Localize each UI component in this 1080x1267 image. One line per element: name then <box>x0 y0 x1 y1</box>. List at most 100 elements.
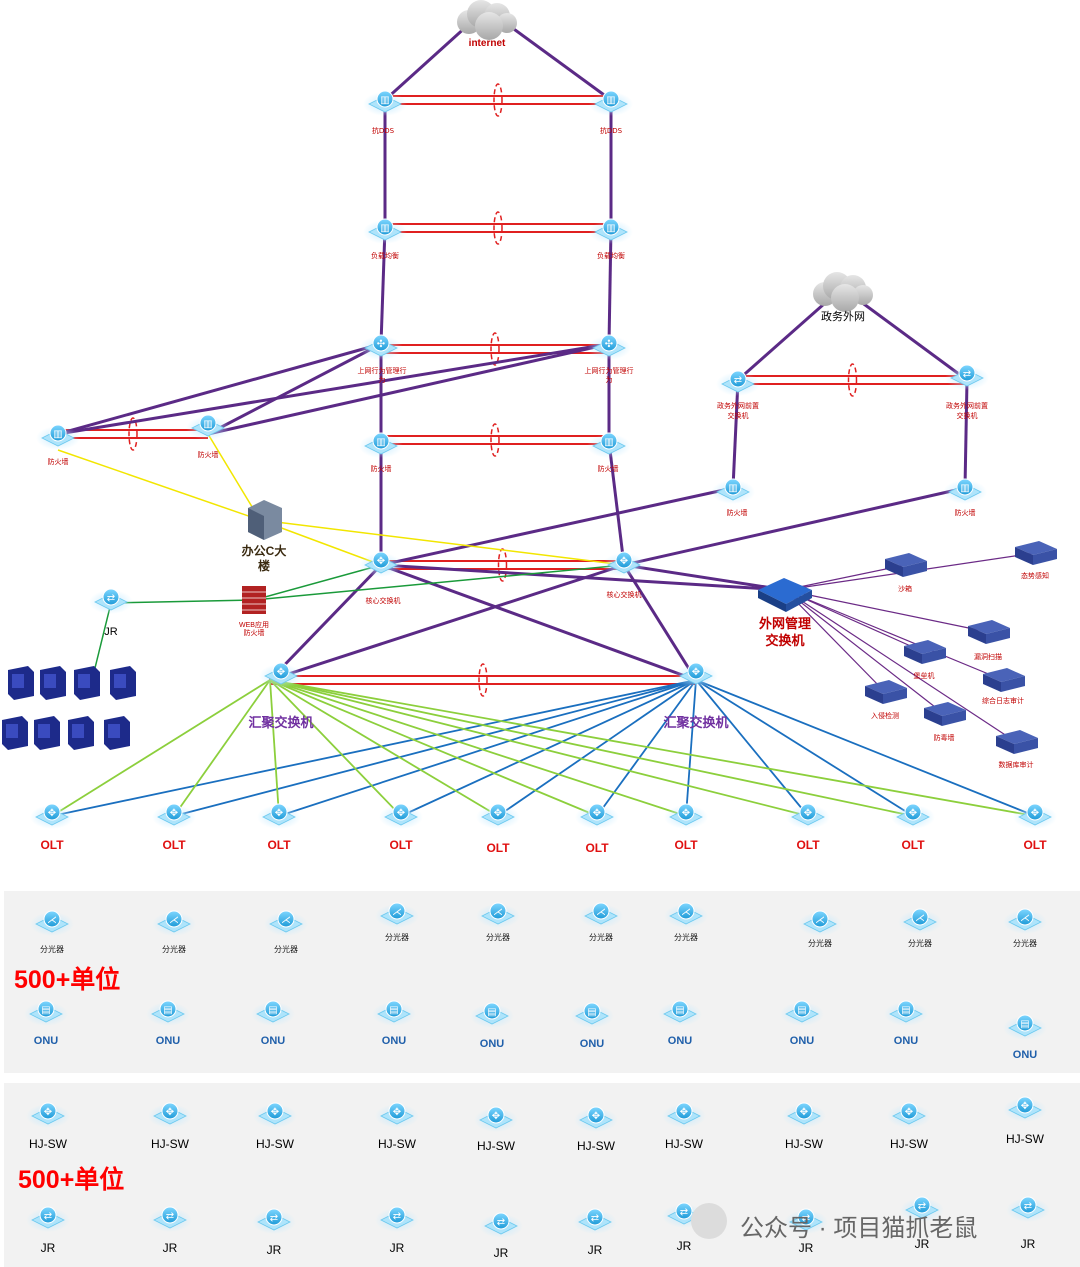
onu-icon: ▤ <box>268 1005 277 1016</box>
olt-8[interactable]: ✥ <box>786 803 830 829</box>
olt-1[interactable]: ✥ <box>30 803 74 829</box>
splitter-label: 分光器 <box>908 939 932 948</box>
onu-8[interactable]: ▤ <box>780 1000 824 1026</box>
load-balancer-left[interactable]: ▥ <box>363 218 407 244</box>
agg-olt-link-blue <box>695 679 809 817</box>
ext-mgmt-switch[interactable] <box>758 578 812 612</box>
olt-10[interactable]: ✥ <box>1013 803 1057 829</box>
trunk-link <box>731 379 740 489</box>
jr-6[interactable]: ⇄ <box>573 1208 617 1234</box>
olt-2[interactable]: ✥ <box>152 803 196 829</box>
splitter-10[interactable]: ⋌ <box>1003 908 1047 934</box>
splitter-3[interactable]: ⋌ <box>264 910 308 936</box>
pc-7 <box>68 716 94 750</box>
core-switch-right[interactable]: ✥ <box>602 551 646 577</box>
core-switch-left[interactable]: ✥ <box>359 551 403 577</box>
jr-4[interactable]: ⇄ <box>375 1206 419 1232</box>
splitter-9[interactable]: ⋌ <box>898 908 942 934</box>
jr-9[interactable]: ⇄ <box>900 1196 944 1222</box>
hj-switch-10[interactable]: ✥ <box>1003 1096 1047 1122</box>
agg-switch-right[interactable]: ✥ <box>674 662 718 688</box>
jr-top[interactable]: ⇄ <box>89 588 133 614</box>
onu-5[interactable]: ▤ <box>470 1002 514 1028</box>
firewall-icon: ▥ <box>53 429 62 440</box>
hj-switch-3[interactable]: ✥ <box>253 1102 297 1128</box>
server-log[interactable] <box>983 668 1025 692</box>
onu-10[interactable]: ▤ <box>1003 1014 1047 1040</box>
olt-9[interactable]: ✥ <box>891 803 935 829</box>
anti-dos-right[interactable]: ▥ <box>589 90 633 116</box>
srv-log-label: 综合日志审计 <box>982 697 1024 705</box>
server-db[interactable] <box>996 730 1038 754</box>
trunk-link <box>207 342 382 436</box>
hj-switch-8[interactable]: ✥ <box>782 1102 826 1128</box>
onu-9[interactable]: ▤ <box>884 1000 928 1026</box>
firewall-icon: ▥ <box>728 483 737 494</box>
olt-icon: ✥ <box>494 808 502 819</box>
server-av[interactable] <box>924 702 966 726</box>
olt-3[interactable]: ✥ <box>257 803 301 829</box>
firewall-core-right[interactable]: ▥ <box>587 432 631 458</box>
gov-switch-right[interactable]: ⇄ <box>945 364 989 390</box>
onu-1[interactable]: ▤ <box>24 1000 68 1026</box>
hj-switch-7[interactable]: ✥ <box>662 1102 706 1128</box>
olt-6[interactable]: ✥ <box>575 803 619 829</box>
olt-7[interactable]: ✥ <box>664 803 708 829</box>
hj-switch-9[interactable]: ✥ <box>887 1102 931 1128</box>
hj-switch-5[interactable]: ✥ <box>474 1106 518 1132</box>
load-balancer-right[interactable]: ▥ <box>589 218 633 244</box>
splitter-4[interactable]: ⋌ <box>375 902 419 928</box>
web-fw-label-2: 防火墙 <box>243 630 265 637</box>
server-sandbox[interactable] <box>885 553 927 577</box>
gov-firewall-left[interactable]: ▥ <box>711 478 755 504</box>
hj-switch-6[interactable]: ✥ <box>574 1106 618 1132</box>
green-link <box>253 564 625 601</box>
onu-3[interactable]: ▤ <box>251 1000 295 1026</box>
gov-firewall-right[interactable]: ▥ <box>943 478 987 504</box>
behavior-mgmt-right[interactable]: ✣ <box>587 334 631 360</box>
onu-label: ONU <box>479 1038 505 1050</box>
jr-3[interactable]: ⇄ <box>252 1208 296 1234</box>
jr-8[interactable]: ⇄ <box>784 1208 828 1234</box>
splitter-label: 分光器 <box>162 945 186 954</box>
jr-label: JR <box>914 1237 930 1251</box>
firewall-out-left[interactable]: ▥ <box>36 424 80 450</box>
server-vuln[interactable] <box>968 620 1010 644</box>
splitter-1[interactable]: ⋌ <box>30 910 74 936</box>
link-aggregation-ellipse <box>847 363 858 397</box>
olt-4[interactable]: ✥ <box>379 803 423 829</box>
onu-4[interactable]: ▤ <box>372 1000 416 1026</box>
splitter-6[interactable]: ⋌ <box>579 902 623 928</box>
agg-olt-link-green <box>51 679 271 817</box>
jr-5[interactable]: ⇄ <box>479 1212 523 1238</box>
hj-switch-1[interactable]: ✥ <box>26 1102 70 1128</box>
agg-switch-left[interactable]: ✥ <box>259 662 303 688</box>
trunk-link <box>380 486 734 567</box>
agg-olt-link-blue <box>695 679 1036 817</box>
splitter-5[interactable]: ⋌ <box>476 902 520 928</box>
splitter-8[interactable]: ⋌ <box>798 910 842 936</box>
behav-right-label-1: 上网行为管理行 <box>584 367 634 375</box>
mgmt-link <box>784 564 906 591</box>
jr-10[interactable]: ⇄ <box>1006 1196 1050 1222</box>
splitter-7[interactable]: ⋌ <box>664 902 708 928</box>
jr-1[interactable]: ⇄ <box>26 1206 70 1232</box>
olt-5[interactable]: ✥ <box>476 803 520 829</box>
server-ids[interactable] <box>865 680 907 704</box>
switch-icon: ✥ <box>680 1107 688 1118</box>
behavior-mgmt-left[interactable]: ✣ <box>359 334 403 360</box>
firewall-icon: ▥ <box>376 437 385 448</box>
hj-switch-2[interactable]: ✥ <box>148 1102 192 1128</box>
onu-6[interactable]: ▤ <box>570 1002 614 1028</box>
server-situation[interactable] <box>1015 541 1057 565</box>
splitter-2[interactable]: ⋌ <box>152 910 196 936</box>
hj-switch-4[interactable]: ✥ <box>375 1102 419 1128</box>
onu-2[interactable]: ▤ <box>146 1000 190 1026</box>
anti-dos-left[interactable]: ▥ <box>363 90 407 116</box>
onu-7[interactable]: ▤ <box>658 1000 702 1026</box>
jr-2[interactable]: ⇄ <box>148 1206 192 1232</box>
firewall-out-right[interactable]: ▥ <box>186 414 230 440</box>
server-bastion[interactable] <box>904 640 946 664</box>
gov-switch-left[interactable]: ⇄ <box>716 370 760 396</box>
firewall-core-left[interactable]: ▥ <box>359 432 403 458</box>
